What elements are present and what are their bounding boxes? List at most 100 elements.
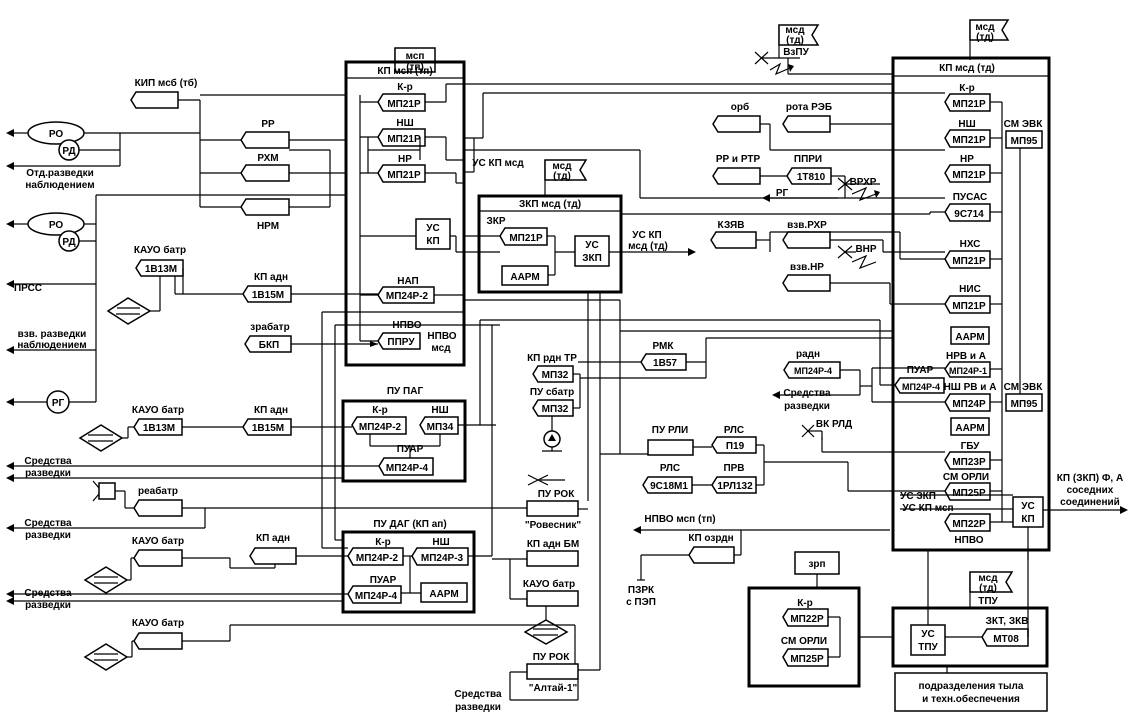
device-mp32: МП32: [542, 370, 569, 381]
otd-razv-text: наблюдением: [25, 179, 94, 191]
device-mt08: МТ08: [993, 634, 1019, 645]
sredstva-text: разведки: [25, 530, 71, 541]
flag-msd-td-top: мсд (тд): [969, 19, 1010, 60]
label-kp-adn-bm: КП адн БМ: [527, 539, 579, 550]
device-1v13m: 1В13М: [145, 264, 177, 275]
device-9s18m1: 9С18М1: [650, 481, 688, 492]
label-reabatr: реабатр: [138, 485, 178, 497]
kp-zkp-text: КП (ЗКП) Ф, А: [1057, 473, 1123, 484]
label-pu-rok: ПУ РОК: [538, 489, 576, 500]
flag-text: мсд: [978, 573, 998, 584]
device-mp21r: МП21Р: [952, 170, 986, 181]
label-ro: РО: [49, 220, 64, 231]
label-pu-rli: ПУ РЛИ: [652, 425, 688, 436]
label-npvo-msp: НПВО мсп (тп): [644, 514, 715, 525]
tpu-label: ТПУ: [978, 596, 998, 607]
pu-dag-title: ПУ ДАГ (КП ап): [373, 519, 446, 530]
flag-text: (тд): [976, 32, 994, 43]
label-prss: ПРСС: [14, 283, 42, 294]
cross-symbol-vrhr: [837, 177, 880, 202]
cross-symbol-vzpu: [754, 51, 800, 76]
label-nsh: НШ: [432, 537, 449, 548]
label-npvo: НПВО: [954, 535, 983, 546]
label-sm-orli: СМ ОРЛИ: [781, 636, 827, 647]
label-sm-orli: СМ ОРЛИ: [943, 472, 989, 483]
device-mp21r: МП21Р: [387, 99, 421, 110]
label-pu-sbatr: ПУ сбатр: [530, 386, 574, 398]
us-zkp-text: ЗКП: [582, 253, 602, 264]
label-kp-ozrdn: КП озрдн: [688, 533, 733, 544]
us-tpu-text: УС: [921, 629, 934, 640]
label-vzv-nr: взв.НР: [790, 262, 824, 273]
label-nis: НИС: [959, 284, 981, 295]
label-nsh: НШ: [431, 405, 448, 416]
label-ppri: ППРИ: [794, 154, 822, 165]
label-vnr: ВНР: [855, 244, 876, 255]
device-9s714: 9С714: [954, 209, 984, 220]
label-orb: орб: [731, 101, 749, 113]
sredstva-text: Средства: [24, 456, 72, 467]
device-aarm: ААРМ: [955, 332, 984, 343]
label-nr: НР: [398, 154, 412, 165]
label-nr: НР: [960, 154, 974, 165]
label-rhm: РХМ: [257, 153, 278, 164]
connection-lines: [6, 58, 1128, 701]
device-mp32: МП32: [542, 404, 569, 415]
podrazd-text: подразделения тыла: [919, 681, 1024, 692]
zkp-block: ЗКП мсд (тд) ЗКР МП21Р УС ЗКП ААРМ УС КП…: [472, 158, 668, 294]
label-radn: радн: [796, 349, 820, 360]
label-rls: РЛС: [660, 463, 680, 474]
flag-vzpu: мсд (тд) ВзПУ: [778, 24, 820, 58]
device-mp21r: МП21Р: [952, 135, 986, 146]
label-rr: РР: [261, 119, 275, 130]
device-mp24r: МП24Р: [952, 399, 986, 410]
pu-dag-block: ПУ ДАГ (КП ап) К-р МП24Р-2 НШ МП24Р-3 ПУ…: [341, 519, 476, 614]
label-vzv-rhr: взв.РХР: [787, 220, 827, 231]
pu-pag-block: ПУ ПАГ К-р МП24Р-2 НШ МП34 ПУАР МП24Р-4: [341, 386, 467, 483]
kp-msd-title: КП мсд (тд): [939, 63, 995, 74]
kp-zkp-text: соединений: [1060, 497, 1120, 508]
label-us-kp-msd-td: УС КП: [632, 230, 662, 241]
us-zkp-text: УС: [585, 240, 598, 251]
zkp-title: ЗКП мсд (тд): [519, 199, 581, 210]
label-rd: РД: [62, 237, 75, 248]
device-mp24r-3: МП24Р-3: [421, 553, 464, 564]
label-nsh-rv: НШ РВ и А: [944, 382, 997, 393]
device-1v15m: 1В15М: [252, 290, 284, 301]
label-nhs: НХС: [960, 239, 981, 250]
device-mp24r-4: МП24Р-4: [902, 382, 940, 392]
label-kauo-batr: КАУО батр: [132, 404, 184, 416]
label-sm-evk: СМ ЭВК: [1004, 382, 1044, 393]
flag-text: (тд): [979, 583, 997, 594]
kp-msp-title: КП мсп (тп): [377, 66, 432, 77]
device-mp95: МП95: [1011, 136, 1038, 147]
device-mp21r: МП21Р: [952, 256, 986, 267]
label-rg: РГ: [776, 188, 789, 199]
vzpu-label: ВзПУ: [783, 47, 809, 58]
label-nsh: НШ: [958, 119, 975, 130]
device-mp21r: МП21Р: [509, 233, 543, 244]
left-side: КИП мсб (тб) РР РХМ НРМ РО РД Отд.развед…: [14, 77, 297, 671]
us-kp-text: КП: [1021, 514, 1034, 525]
pu-pag-title: ПУ ПАГ: [387, 386, 424, 397]
device-1rl132: 1РЛ132: [717, 481, 753, 492]
cross-symbol-vnr: [837, 245, 877, 270]
sredstva-text: разведки: [25, 468, 71, 479]
flag-text: мсп: [406, 51, 425, 62]
label-nap: НАП: [397, 276, 419, 287]
device-1v13m: 1В13М: [143, 423, 175, 434]
device-p19: П19: [726, 441, 745, 452]
label-rls: РЛС: [724, 425, 744, 436]
sredstva-text: Средства: [24, 518, 72, 529]
label-rovesnik: "Ровесник": [525, 520, 581, 531]
label-kp-adn: КП адн: [254, 272, 288, 283]
us-kp-text: УС: [1021, 501, 1034, 512]
device-mp24r-4: МП24Р-4: [794, 366, 832, 376]
label-kp-adn: КП адн: [256, 533, 290, 544]
label-kp-adn: КП адн: [254, 405, 288, 416]
label-rmk: РМК: [653, 341, 675, 352]
device-aarm: ААРМ: [510, 272, 539, 283]
label-rg: РГ: [52, 398, 65, 409]
tpu-block: УС ТПУ ЗКТ, ЗКВ МТ08 подразделения тыла …: [891, 606, 1049, 712]
